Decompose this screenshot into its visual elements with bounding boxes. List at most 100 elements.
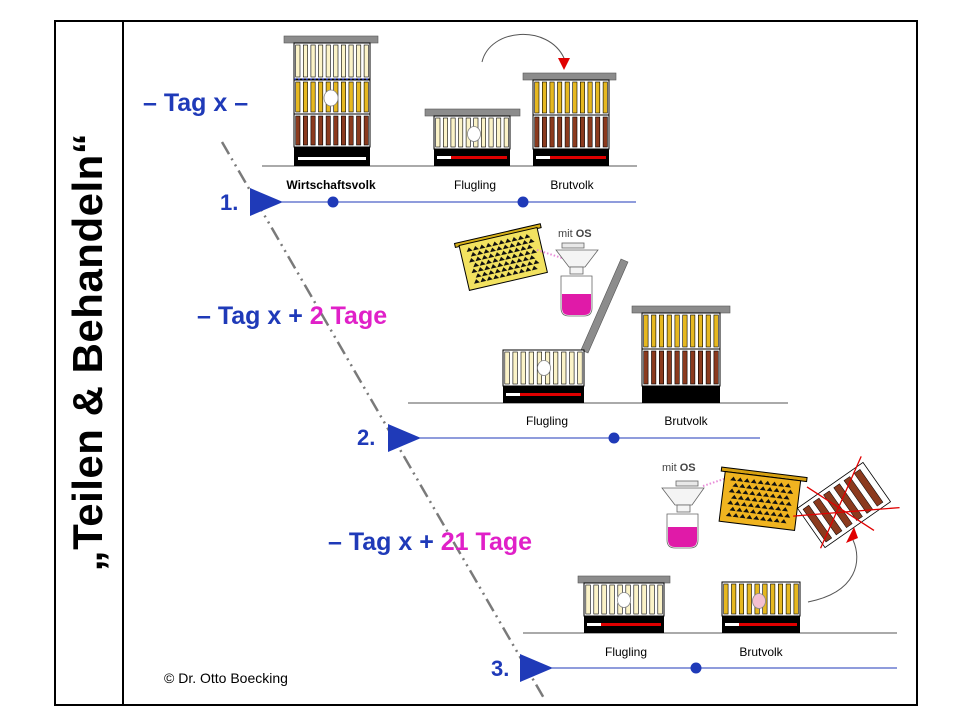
comb-frame — [458, 117, 464, 148]
label-brutvolk-step2: Brutvolk — [664, 414, 708, 428]
bee — [756, 491, 763, 497]
acid-liquid — [562, 294, 591, 315]
sprayer-head — [661, 487, 705, 506]
hive-entrance-red — [601, 623, 661, 626]
comb-frame — [853, 469, 884, 507]
comb-frame — [649, 584, 655, 615]
bee — [488, 253, 495, 259]
bee — [753, 515, 760, 521]
move-arrow-curve — [481, 34, 565, 63]
hive-entrance-red — [739, 623, 797, 626]
hive-lid — [283, 35, 379, 44]
bee — [524, 234, 531, 239]
queen-icon — [537, 360, 551, 376]
bee — [777, 512, 784, 517]
bee — [486, 259, 493, 265]
bee — [771, 481, 778, 486]
comb-frame — [340, 115, 346, 146]
bee — [757, 479, 764, 485]
sprayer-nozzle — [675, 480, 699, 487]
comb-frame — [356, 44, 362, 78]
bee — [493, 274, 500, 280]
bee — [507, 249, 514, 254]
bee — [505, 238, 512, 244]
hive-flugling-step2 — [502, 349, 585, 403]
comb-frame — [295, 44, 301, 78]
spray-mist — [536, 249, 563, 259]
bee — [488, 270, 495, 275]
hive-lid — [424, 108, 521, 117]
step1-dot-2 — [517, 196, 529, 208]
queen-icon — [617, 592, 631, 608]
bee — [506, 271, 513, 277]
comb-frame — [705, 314, 711, 348]
bee — [496, 246, 503, 251]
bee — [507, 265, 514, 271]
bee — [742, 490, 749, 495]
bee — [519, 268, 525, 274]
comb-frame — [435, 117, 441, 148]
bee — [784, 513, 791, 518]
step3-label: – Tag x + 21 Tage — [328, 528, 533, 556]
bee — [475, 273, 482, 278]
comb-frame — [480, 117, 486, 148]
bee — [524, 250, 531, 256]
bee — [739, 483, 746, 489]
box-brood — [532, 114, 610, 150]
bee — [520, 262, 527, 268]
comb-frame — [318, 115, 324, 146]
step2-number: 2. — [357, 425, 376, 450]
comb-frame — [697, 350, 703, 385]
bee — [514, 247, 521, 253]
bee — [780, 519, 787, 524]
comb-frame — [651, 314, 657, 348]
bee — [514, 264, 521, 269]
comb-frame — [356, 81, 362, 113]
divider-board — [580, 258, 629, 354]
comb-frame — [595, 81, 601, 114]
comb-frame — [843, 476, 874, 514]
step3-number: 3. — [491, 656, 510, 681]
bee — [732, 513, 739, 518]
comb-frame — [713, 350, 719, 385]
bee — [474, 279, 480, 284]
bee — [499, 256, 505, 262]
comb-frame — [302, 115, 308, 146]
bee — [492, 241, 499, 247]
bee — [787, 489, 794, 494]
comb-frame — [302, 44, 308, 78]
bee — [773, 487, 780, 493]
bee — [483, 249, 490, 254]
hive-lid — [631, 305, 731, 314]
box-brood — [641, 348, 721, 387]
bee — [531, 249, 538, 254]
comb-frame — [587, 116, 593, 148]
sprayer-nozzle — [561, 242, 585, 249]
comb-frame — [503, 117, 509, 148]
treatment-label-step2: mit OS — [558, 228, 592, 240]
comb-frame — [723, 583, 729, 615]
bee — [750, 479, 757, 484]
comb-frame — [363, 44, 369, 78]
bee — [759, 516, 766, 521]
bee — [735, 489, 742, 494]
bee — [771, 499, 778, 505]
hive-entrance — [725, 623, 739, 626]
comb-frame — [363, 115, 369, 146]
bee — [478, 267, 484, 272]
bee — [730, 476, 737, 481]
bee — [503, 244, 509, 250]
bee — [533, 259, 540, 265]
bee — [523, 256, 529, 262]
bee — [759, 486, 766, 491]
bee — [494, 252, 501, 257]
box-brood — [293, 113, 371, 148]
bee — [509, 243, 516, 248]
bee — [730, 494, 737, 500]
comb-frame — [450, 117, 456, 148]
comb-frame — [488, 117, 494, 148]
bee — [775, 506, 782, 511]
bee — [725, 512, 732, 517]
acid-liquid — [668, 527, 697, 547]
bee — [728, 488, 735, 493]
